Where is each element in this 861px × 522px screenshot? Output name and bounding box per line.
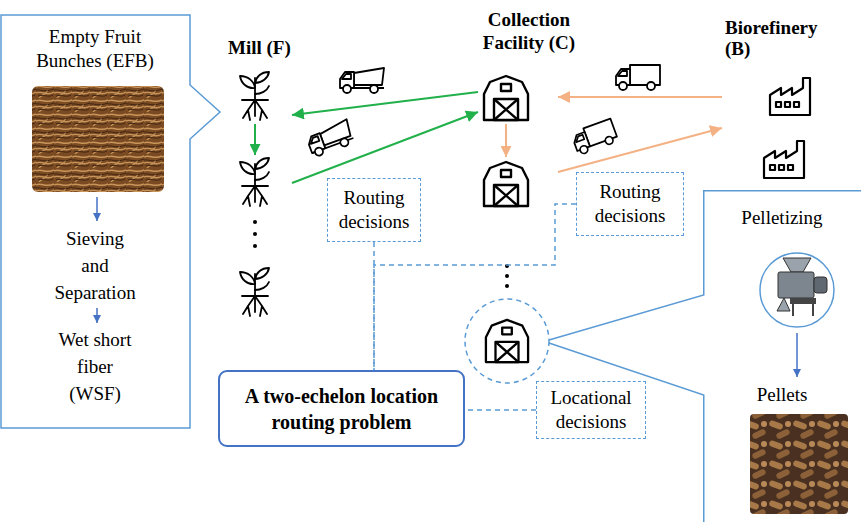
panel-outline — [703, 190, 861, 522]
panel-heading: Empty Fruit Bunches (EFB) — [15, 25, 175, 73]
mill-group: Mill (F) — [222, 33, 292, 333]
callout-panel: Empty Fruit Bunches (EFB) Sieving and Sep… — [0, 15, 190, 428]
box-label: A two-echelon location routing problem — [227, 383, 457, 435]
flow-arrow — [796, 333, 798, 377]
group-heading: Biorefinery (B) — [725, 17, 829, 59]
flow-arrow — [292, 92, 478, 115]
process-step: Wet short fiber (WSF) — [52, 326, 138, 407]
decision-box: Routing decisions — [576, 172, 684, 236]
facility-group: Collection Facility (C) — [478, 8, 558, 215]
efb-photo — [32, 86, 164, 192]
flow-arrow — [292, 112, 478, 183]
box-label: Routing decisions — [334, 186, 414, 234]
biorefinery-group: Biorefinery (B) — [722, 15, 832, 185]
decision-box: Locational decisions — [536, 381, 646, 439]
flow-arrow — [96, 308, 98, 323]
process-step: Sieving and Separation — [54, 225, 135, 306]
panel-outline — [549, 191, 861, 522]
group-heading: Collection Facility (C) — [473, 8, 585, 54]
box-label: Locational decisions — [543, 386, 639, 434]
factory-icons — [764, 78, 810, 178]
truck-icons — [305, 65, 660, 158]
dashed-link — [465, 409, 536, 411]
flow-arrow — [558, 96, 722, 98]
callout-panel: PelletizingPellets — [703, 190, 861, 522]
decision-box: Routing decisions — [327, 178, 421, 242]
flow-arrow — [96, 197, 98, 221]
panel-heading: Pelletizing — [703, 206, 861, 230]
dashed-link — [373, 242, 375, 370]
group-heading: Mill (F) — [228, 36, 291, 60]
barn-icons — [465, 76, 549, 383]
panel-heading: Pellets — [703, 383, 861, 407]
pellets-photo — [750, 414, 848, 514]
flow-arrow — [558, 128, 722, 172]
panel-outline — [1, 15, 220, 428]
box-label: Routing decisions — [583, 180, 677, 228]
mill-icons — [240, 72, 269, 316]
problem-box: A two-echelon location routing problem — [218, 370, 465, 447]
pelletizer-image — [760, 253, 834, 327]
